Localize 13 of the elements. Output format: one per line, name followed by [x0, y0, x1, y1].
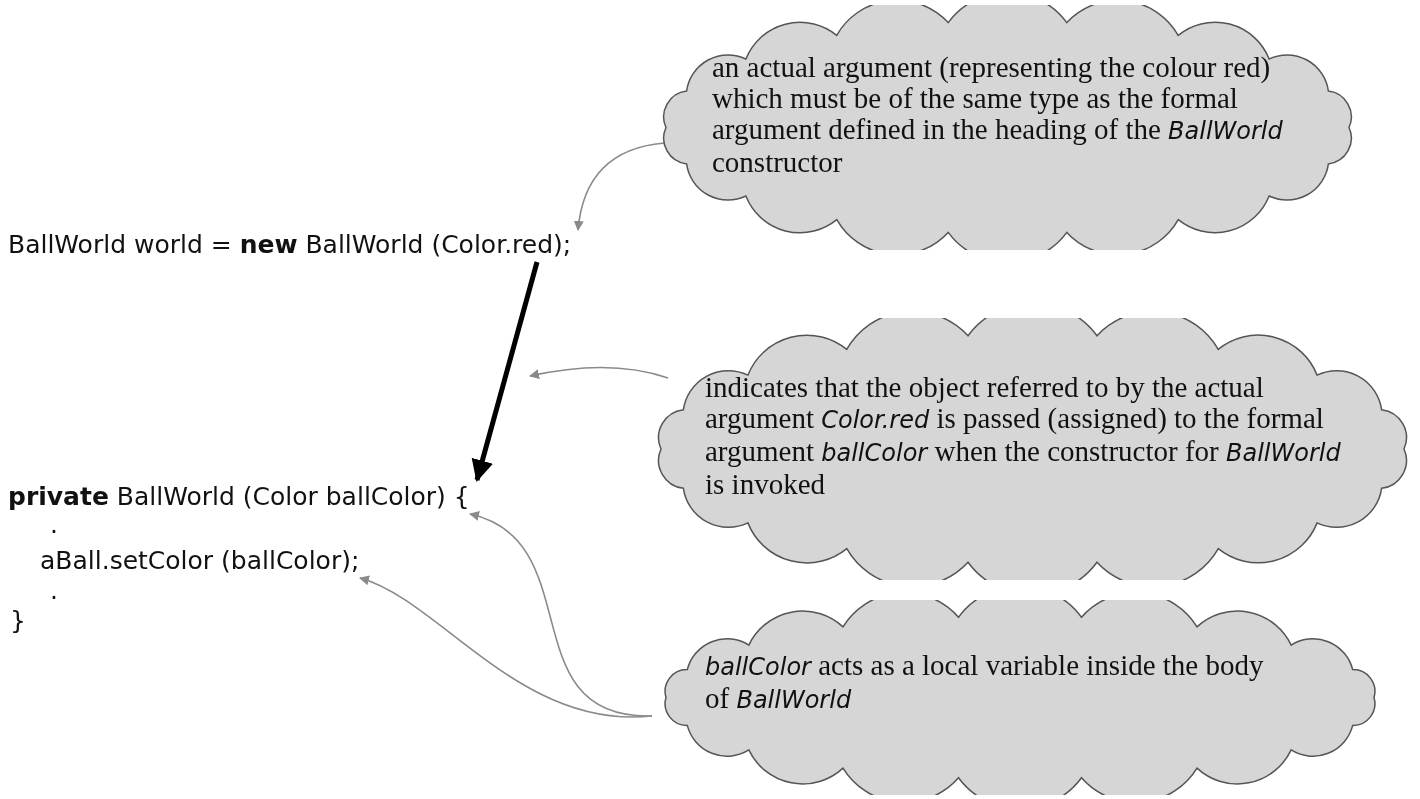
callout-text: an actual argument (representing the colour red) which must be of the same type as the formal argument defined in the heading of the BallWorld constructor: [712, 52, 1284, 178]
code-line: BallWorld world = new BallWorld (Color.red);: [8, 230, 572, 260]
callout-text: indicates that the object referred to by the actual argument Color.red is passed (assigned) to the formal argument ballColor when the constructor for BallWorld is invoked: [705, 372, 1342, 500]
leader-line: [359, 576, 653, 718]
code-line: .: [50, 510, 58, 540]
code-line: .: [50, 576, 58, 606]
code-line: aBall.setColor (ballColor);: [40, 546, 360, 576]
code-line: private BallWorld (Color ballColor) {: [8, 482, 470, 512]
leader-line: [574, 142, 665, 231]
callout-text: ballColor acts as a local variable inside the body of BallWorld: [705, 650, 1265, 716]
code-line: }: [10, 606, 26, 636]
leader-line: [529, 366, 669, 380]
arrow: [471, 261, 540, 482]
